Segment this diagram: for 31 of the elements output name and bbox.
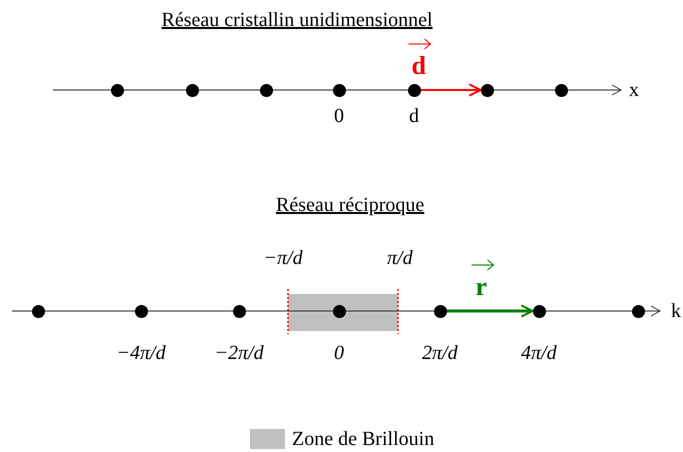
heading: Réseau cristallin unidimensionnel — [162, 9, 433, 31]
vector-arrow — [446, 304, 534, 318]
vector-arrow — [420, 83, 482, 97]
heading: Réseau réciproque — [276, 194, 424, 216]
vector-label: r — [476, 276, 488, 298]
vector-label: d — [412, 55, 426, 77]
lattice-point — [232, 304, 246, 318]
lattice-point — [554, 84, 568, 96]
lattice-point — [32, 304, 44, 318]
lattice-point — [434, 304, 446, 318]
axis-label: x — [629, 79, 639, 101]
tick-label: −4π/d — [116, 342, 166, 364]
lattice-point — [260, 84, 272, 96]
tick-label: 4π/d — [521, 342, 557, 364]
axis-label: k — [671, 300, 681, 322]
lattice-point — [186, 84, 198, 96]
zone-edge-label: −π/d — [264, 247, 303, 269]
lattice-point — [134, 304, 148, 318]
tick-label: 0 — [334, 105, 344, 127]
lattice-point — [632, 304, 644, 318]
lattice-point — [110, 84, 124, 96]
tick-label: −2π/d — [214, 342, 264, 364]
lattice-point — [532, 304, 546, 318]
zone-edge-label: π/d — [387, 247, 413, 269]
legend-label: Zone de Brillouin — [292, 428, 434, 450]
lattice-point — [332, 84, 346, 96]
lattice-point — [408, 84, 420, 96]
tick-label: d — [409, 105, 419, 127]
tick-label: 2π/d — [422, 342, 458, 364]
tick-label: 0 — [334, 342, 344, 364]
lattice-point — [480, 84, 494, 96]
